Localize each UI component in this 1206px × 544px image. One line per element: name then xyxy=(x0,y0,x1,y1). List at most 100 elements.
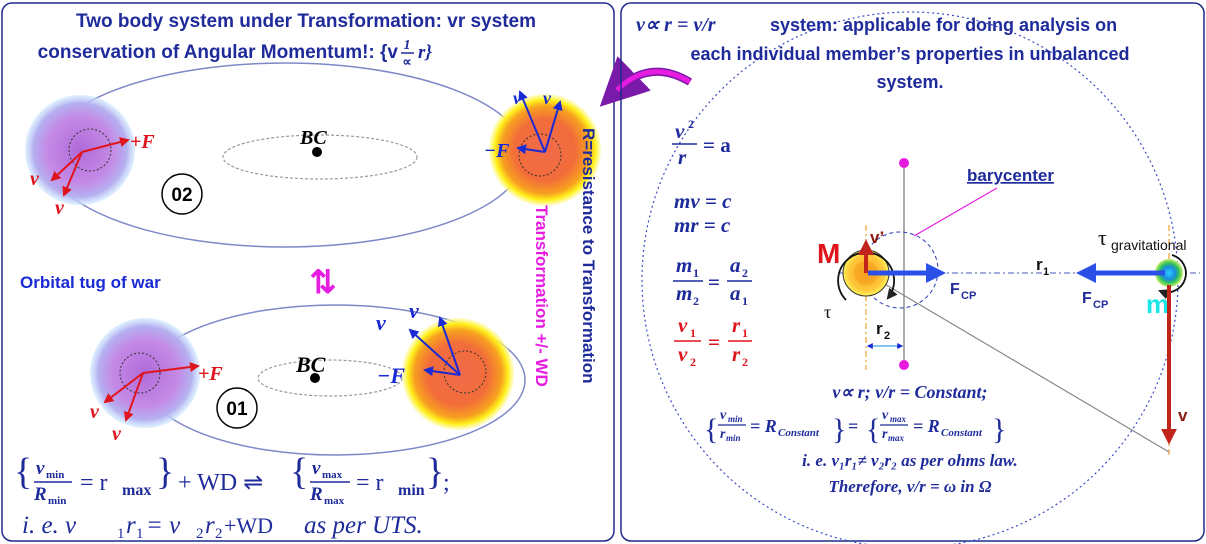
rl2-r-den-sub: max xyxy=(888,433,905,443)
rl2-l-num: v xyxy=(720,408,727,423)
badge-01-label: 01 xyxy=(226,399,248,420)
bottom-bc-point xyxy=(310,373,320,383)
eq-v1: v xyxy=(678,313,688,337)
left-title-tail: r} xyxy=(418,42,432,63)
top-minus-force-arrow xyxy=(516,144,546,155)
bottom-right-v-label-2: v xyxy=(409,298,419,323)
r1-sub: 1 xyxy=(1043,266,1049,278)
eq-eq-a: = a xyxy=(703,133,731,157)
eq-a1: a xyxy=(730,281,741,305)
bottom-left-inner-dotted xyxy=(119,352,161,394)
eq1-right-den: R xyxy=(309,484,323,505)
rl2-r-den: r xyxy=(882,427,888,442)
top-bc-label: BC xyxy=(299,127,327,149)
eq1-left-num-sub: min xyxy=(46,469,64,481)
rl2-l-num-sub: min xyxy=(728,414,743,424)
eq-r: r xyxy=(678,145,687,169)
right-line3: i. e. v₁r₁≠ v₂r₂ as per ohms law. xyxy=(802,451,1018,470)
fcp-label-m: F xyxy=(1082,290,1092,307)
right-title-formula: v∝ r = v/r xyxy=(636,14,716,36)
top-plus-force-label: +F xyxy=(130,131,155,153)
top-inner-orbit xyxy=(222,134,418,180)
top-right-inner-dotted xyxy=(518,133,562,177)
bottom-orbit-system: BC +F v v v v −F 01 xyxy=(90,298,526,456)
eq1-brace-open-2: { xyxy=(290,451,308,493)
bottom-left-v-label-1: v xyxy=(90,401,100,423)
top-minus-force-label: −F xyxy=(484,140,510,162)
eq1-right-num: v xyxy=(312,458,321,479)
right-title-line2: each individual member’s properties in u… xyxy=(690,44,1129,64)
barycenter-top-dot xyxy=(899,158,909,168)
fcp-sub-M: CP xyxy=(961,290,976,302)
eq-m2: m xyxy=(676,281,692,305)
tau-M-label: τ xyxy=(824,302,831,322)
bottom-right-v-arrow-2 xyxy=(437,316,461,376)
top-left-body xyxy=(25,95,135,205)
rl2-l-rhs-sub: Constant xyxy=(778,427,820,439)
top-left-inner-dotted xyxy=(68,128,112,172)
badge-02-circle xyxy=(161,173,203,215)
bottom-minus-force-label: −F xyxy=(377,363,405,388)
eq-a2: a xyxy=(730,253,741,277)
rl2-l-rhs: = R xyxy=(750,416,777,436)
vertical-transformation-label: Transformation +/- WD xyxy=(532,205,551,387)
rl2-brace-4: } xyxy=(992,413,1006,446)
equilibrium-arrows: ⇅ xyxy=(310,264,337,300)
top-bc-point xyxy=(312,147,322,157)
badge-01-circle xyxy=(216,387,258,429)
eq2-wd: +WD xyxy=(224,513,273,538)
eq1-left-den: R xyxy=(33,484,47,505)
mass-m-label: m xyxy=(1146,289,1169,319)
right-equations: v 2 r = a mv = c mr = c m 1 m 2 = a 2 a … xyxy=(672,117,752,369)
top-right-v-label-1: v xyxy=(513,88,522,108)
right-line2: { v min r min = R Constant } = { v max r… xyxy=(704,408,1006,446)
right-title: v∝ r = v/r system: applicable for doing … xyxy=(636,14,1130,92)
mass-M-label: M xyxy=(817,238,840,269)
right-title-line3: system. xyxy=(876,72,943,92)
eq-mv: mv = c xyxy=(674,189,732,213)
tau-gravitational-label: τ xyxy=(1098,225,1107,250)
barycenter-label: barycenter xyxy=(967,166,1054,185)
eq-v2: v xyxy=(675,119,685,143)
bottom-right-v-label-1: v xyxy=(376,310,386,335)
bottom-bc-label: BC xyxy=(295,352,326,377)
eq2-ie: i. e. v xyxy=(22,512,77,539)
eq-mr: mr = c xyxy=(674,213,731,237)
right-title-line1-rest: system: applicable for doing analysis on xyxy=(770,15,1117,35)
rl2-brace-3: { xyxy=(866,413,880,446)
left-title-line2: conservation of Angular Momentum!: {v 1 … xyxy=(38,38,433,69)
rl2-r-rhs: = R xyxy=(913,416,940,436)
top-plus-force-arrow xyxy=(81,137,130,153)
rl2-brace-1: { xyxy=(704,413,718,446)
rl2-r-num: v xyxy=(882,408,889,423)
left-equation-2: i. e. v 1 r 1 = v 2 r 2 +WD as per UTS. xyxy=(22,512,423,542)
eq-v2b-sub: 2 xyxy=(690,355,696,369)
left-title-line1: Two body system under Transformation: vr… xyxy=(76,11,536,32)
bottom-right-v-arrow-1 xyxy=(408,328,461,376)
v-prime-label: v’ xyxy=(870,228,884,247)
r1-label: r xyxy=(1036,255,1043,274)
eq-r2: r xyxy=(732,342,741,366)
eq1-right-rhs-sub: min xyxy=(398,482,425,499)
r2-sub: 2 xyxy=(884,330,890,342)
eq-v2b: v xyxy=(678,342,688,366)
left-panel-border xyxy=(1,2,615,542)
eq-m1-sub: 1 xyxy=(693,266,699,280)
eq2-sub2: 1 xyxy=(136,526,144,542)
eq2-uts: as per UTS. xyxy=(304,512,423,539)
top-left-v-label-2: v xyxy=(55,197,65,219)
right-panel-border xyxy=(620,2,1205,542)
eq1-plus-wd: + WD ⇌ xyxy=(178,470,263,496)
fcp-sub-m: CP xyxy=(1093,299,1108,311)
rl2-brace-2: } xyxy=(832,413,846,446)
barycenter-bottom-dot xyxy=(899,360,909,370)
eq-a1-sub: 1 xyxy=(742,294,748,308)
transition-curved-arrow-inner xyxy=(615,69,692,92)
bottom-plus-force-label: +F xyxy=(198,363,223,385)
eq1-left-num: v xyxy=(36,458,45,479)
right-bottom-equations: v∝ r; v/r = Constant; { v min r min = R … xyxy=(704,382,1018,496)
right-line1: v∝ r; v/r = Constant; xyxy=(832,382,987,402)
top-left-v-arrow-1 xyxy=(50,151,83,182)
eq2-sub3: 2 xyxy=(196,526,204,542)
